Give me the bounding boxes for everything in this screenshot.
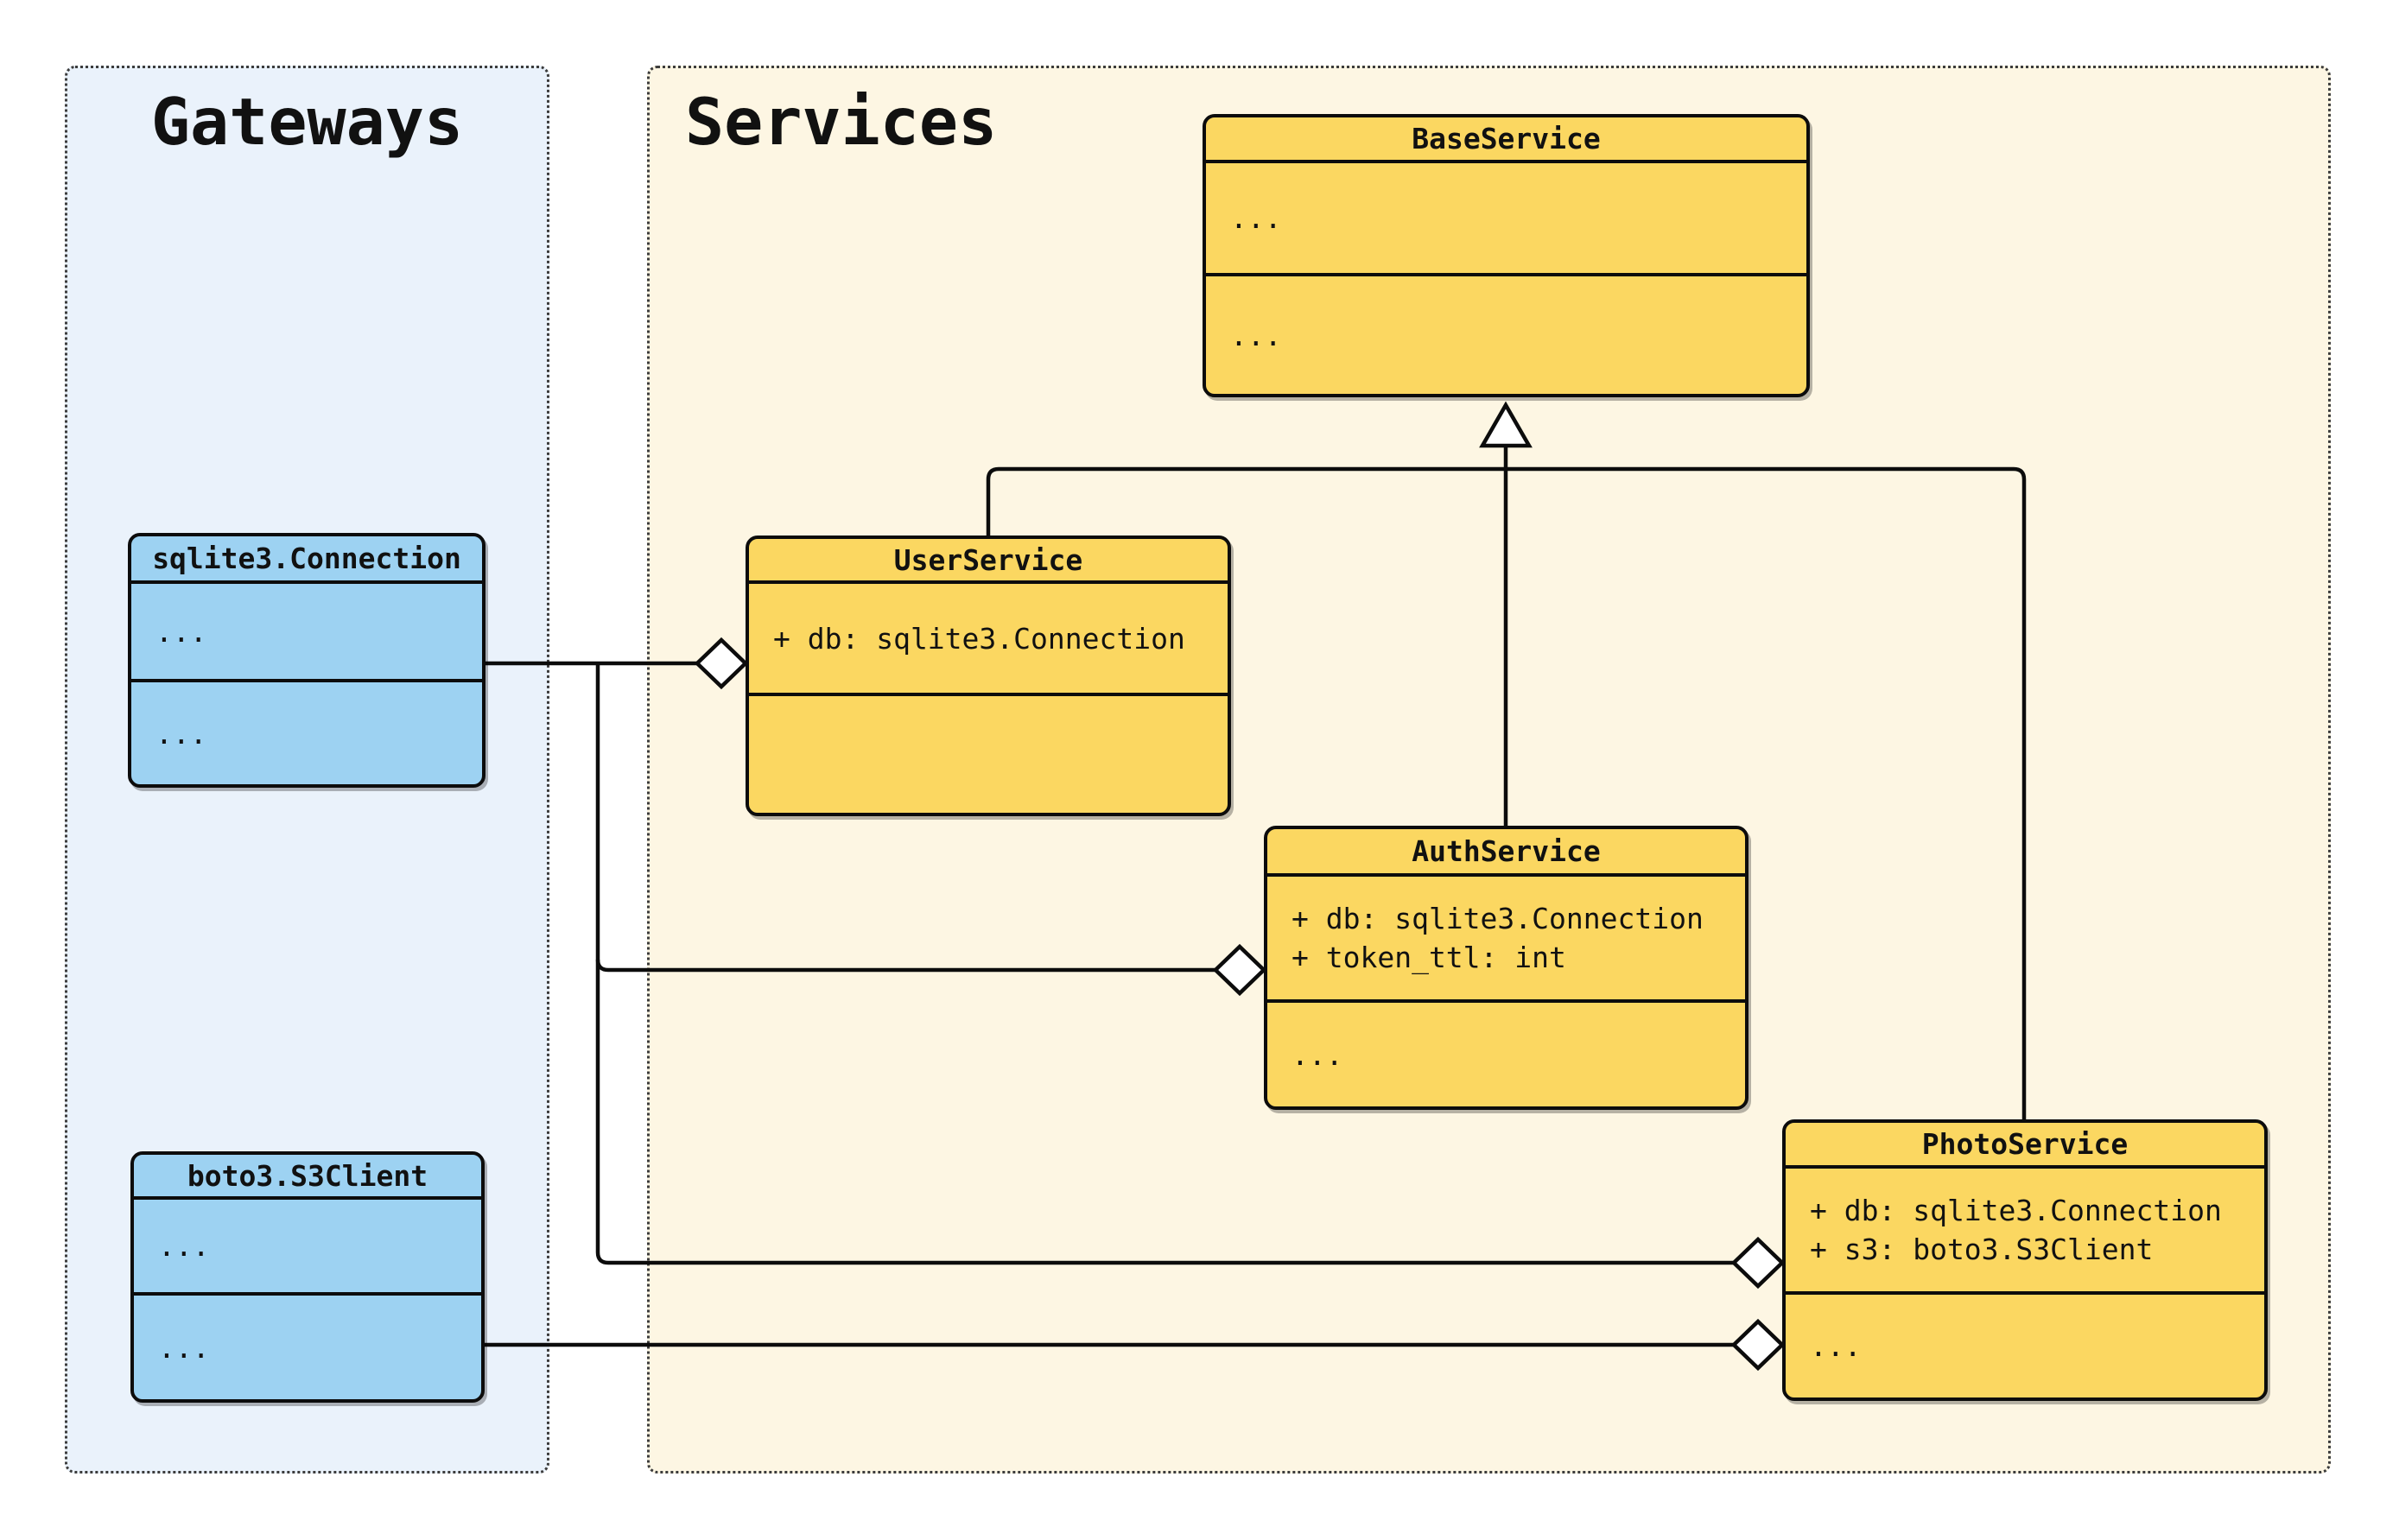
class-attributes: + db: sqlite3.Connection bbox=[749, 584, 1228, 696]
class-title: UserService bbox=[749, 539, 1228, 584]
services-title: Services bbox=[685, 84, 998, 160]
class-member-line: ... bbox=[155, 716, 207, 751]
class-member-line: ... bbox=[1230, 318, 1282, 352]
gateways-title: Gateways bbox=[150, 84, 464, 160]
class-member-line: + token_ttl: int bbox=[1292, 941, 1566, 974]
class-title: PhotoService bbox=[1786, 1123, 2264, 1169]
class-methods: ... bbox=[1786, 1295, 2264, 1397]
class-member-line: ... bbox=[1810, 1329, 1862, 1363]
class-member-line: ... bbox=[158, 1229, 210, 1263]
class-title: boto3.S3Client bbox=[134, 1155, 481, 1200]
class-attributes: ... bbox=[1206, 163, 1806, 276]
class-title: sqlite3.Connection bbox=[131, 536, 482, 584]
class-member-line: ... bbox=[158, 1330, 210, 1365]
class-methods: ... bbox=[1267, 1003, 1745, 1106]
class-authservice: AuthService + db: sqlite3.Connection + to… bbox=[1264, 826, 1748, 1110]
class-member-line: + db: sqlite3.Connection bbox=[1292, 902, 1704, 935]
class-attributes: + db: sqlite3.Connection + token_ttl: int bbox=[1267, 877, 1745, 1003]
class-member-line: ... bbox=[1292, 1037, 1343, 1072]
class-sqlite3-connection: sqlite3.Connection ... ... bbox=[128, 533, 486, 788]
class-methods: ... bbox=[1206, 276, 1806, 394]
class-methods: ... bbox=[131, 682, 482, 784]
class-member-line: + db: sqlite3.Connection bbox=[773, 621, 1185, 656]
class-attributes: ... bbox=[131, 584, 482, 682]
class-methods bbox=[749, 696, 1228, 813]
class-title: BaseService bbox=[1206, 117, 1806, 163]
class-photoservice: PhotoService + db: sqlite3.Connection + s… bbox=[1782, 1119, 2268, 1401]
class-member-line: ... bbox=[1230, 201, 1282, 235]
class-member-line: + s3: boto3.S3Client bbox=[1810, 1233, 2154, 1266]
class-attributes: ... bbox=[134, 1200, 481, 1296]
class-boto3-s3client: boto3.S3Client ... ... bbox=[130, 1151, 485, 1403]
class-userservice: UserService + db: sqlite3.Connection bbox=[746, 536, 1231, 816]
class-baseservice: BaseService ... ... bbox=[1203, 114, 1810, 397]
class-member-line: + db: sqlite3.Connection bbox=[1810, 1194, 2222, 1227]
class-member-line: ... bbox=[155, 614, 207, 649]
class-attributes: + db: sqlite3.Connection + s3: boto3.S3Cl… bbox=[1786, 1169, 2264, 1295]
class-methods: ... bbox=[134, 1296, 481, 1399]
class-title: AuthService bbox=[1267, 829, 1745, 877]
